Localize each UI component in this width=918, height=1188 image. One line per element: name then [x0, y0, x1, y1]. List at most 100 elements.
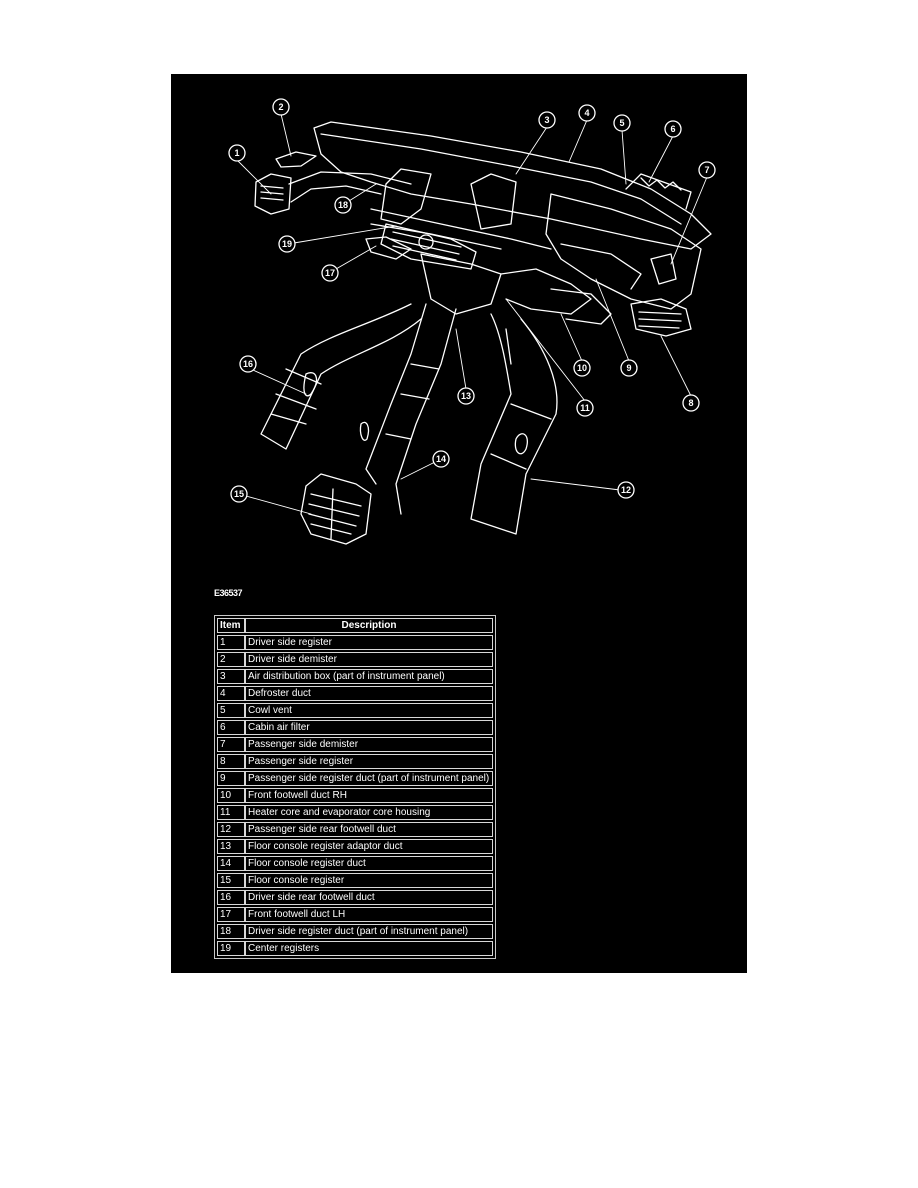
item-description: Heater core and evaporator core housing [245, 805, 493, 820]
item-description: Driver side register duct (part of instr… [245, 924, 493, 939]
center-registers-shape [380, 223, 477, 270]
item-number: 4 [217, 686, 245, 701]
svg-text:10: 10 [577, 363, 587, 373]
item-number: 10 [217, 788, 245, 803]
callout-4: 4 [578, 104, 596, 122]
item-number: 6 [217, 720, 245, 735]
driver-side-register-shape [254, 171, 412, 215]
item-number: 2 [217, 652, 245, 667]
callout-13: 13 [457, 387, 475, 405]
item-description: Floor console register [245, 873, 493, 888]
callout-15: 15 [230, 485, 248, 503]
callout-11: 11 [576, 399, 594, 417]
callout-16: 16 [239, 355, 257, 373]
svg-text:3: 3 [544, 115, 549, 125]
item-number: 14 [217, 856, 245, 871]
floor-console-duct-shape [300, 303, 457, 545]
svg-text:18: 18 [338, 200, 348, 210]
svg-text:13: 13 [461, 391, 471, 401]
callout-5: 5 [613, 114, 631, 132]
svg-text:19: 19 [282, 239, 292, 249]
callout-12: 12 [617, 481, 635, 499]
svg-text:17: 17 [325, 268, 335, 278]
item-description: Passenger side rear footwell duct [245, 822, 493, 837]
svg-text:8: 8 [688, 398, 693, 408]
item-description: Defroster duct [245, 686, 493, 701]
item-description: Driver side demister [245, 652, 493, 667]
callout-14: 14 [432, 450, 450, 468]
callout-1: 1 [228, 144, 246, 162]
item-description: Passenger side demister [245, 737, 493, 752]
item-number: 7 [217, 737, 245, 752]
item-description: Cabin air filter [245, 720, 493, 735]
item-number: 15 [217, 873, 245, 888]
item-description: Front footwell duct RH [245, 788, 493, 803]
callout-2: 2 [272, 98, 290, 116]
item-number: 18 [217, 924, 245, 939]
svg-text:5: 5 [619, 118, 624, 128]
item-description: Floor console register adaptor duct [245, 839, 493, 854]
item-description: Passenger side register duct (part of in… [245, 771, 493, 786]
driver-side-demister-shape [275, 151, 317, 168]
svg-text:9: 9 [626, 363, 631, 373]
callout-17: 17 [321, 264, 339, 282]
passenger-side-demister-shape [650, 253, 677, 285]
callout-18: 18 [334, 196, 352, 214]
svg-text:12: 12 [621, 485, 631, 495]
item-description: Air distribution box (part of instrument… [245, 669, 493, 684]
driver-rear-footwell-duct-shape [260, 303, 422, 450]
callout-group: 1 2 3 4 5 6 7 8 9 10 11 12 13 14 15 16 1… [228, 98, 716, 503]
figure-id-label: E36537 [214, 588, 243, 598]
svg-text:15: 15 [234, 489, 244, 499]
callout-8: 8 [682, 394, 700, 412]
figure-panel: 1 2 3 4 5 6 7 8 9 10 11 12 13 14 15 16 1… [171, 74, 747, 973]
svg-text:11: 11 [580, 403, 590, 413]
svg-text:7: 7 [704, 165, 709, 175]
item-number: 1 [217, 635, 245, 650]
item-number: 3 [217, 669, 245, 684]
svg-text:4: 4 [584, 108, 589, 118]
item-description: Floor console register duct [245, 856, 493, 871]
heater-housing-shape [420, 253, 612, 325]
item-description: Driver side register [245, 635, 493, 650]
item-description: Front footwell duct LH [245, 907, 493, 922]
callout-7: 7 [698, 161, 716, 179]
callout-6: 6 [664, 120, 682, 138]
svg-text:1: 1 [234, 148, 239, 158]
svg-text:2: 2 [278, 102, 283, 112]
callout-19: 19 [278, 235, 296, 253]
callout-9: 9 [620, 359, 638, 377]
leader-lines [236, 113, 708, 515]
item-number: 5 [217, 703, 245, 718]
item-number: 16 [217, 890, 245, 905]
svg-text:14: 14 [436, 454, 446, 464]
table-header-row: Item Description [217, 618, 493, 633]
item-number: 9 [217, 771, 245, 786]
item-number: 13 [217, 839, 245, 854]
instrument-panel-outline [313, 121, 712, 310]
item-description: Cowl vent [245, 703, 493, 718]
callout-10: 10 [573, 359, 591, 377]
item-number: 8 [217, 754, 245, 769]
item-number: 17 [217, 907, 245, 922]
item-number: 19 [217, 941, 245, 956]
item-number: 11 [217, 805, 245, 820]
